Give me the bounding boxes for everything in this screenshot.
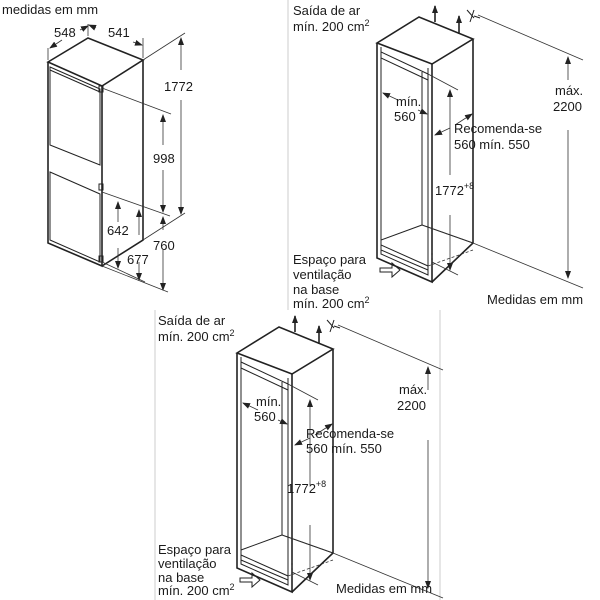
vent-area: mín. 200 cm2 [158,582,235,598]
recommend-value: 560 mín. 550 [306,441,382,456]
vent-label: ventilação [293,267,352,282]
niche-units-label: Medidas em mm [336,581,432,596]
vent-label: Espaço para [293,252,367,267]
min-width-value: 560 [254,409,276,424]
niche-drawing-bottom [237,316,443,598]
air-outlet-area: mín. 200 cm2 [293,18,370,34]
max-height-value: 2200 [397,398,426,413]
vent-label: ventilação [158,556,217,571]
niche-labels-top: Saída de ar mín. 200 cm2 mín. 560 Recome… [293,3,583,311]
niche-height: 1772+8 [287,479,326,496]
vent-label: na base [158,570,204,585]
vent-label: Espaço para [158,542,232,557]
lower-hinge-dimension: 677 [127,252,149,267]
recommend-value: 560 mín. 550 [454,137,530,152]
depth-dimension: 548 [54,25,76,40]
air-outlet-area: mín. 200 cm2 [158,328,235,344]
width-dimension: 541 [108,25,130,40]
fridge-units-label: medidas em mm [2,2,98,17]
min-width-label: mín. [256,394,281,409]
niche-units-label: Medidas em mm [487,292,583,307]
air-outlet-label: Saída de ar [293,3,361,18]
height-dimension: 1772 [164,79,193,94]
lower-total-dimension: 760 [153,238,175,253]
air-outlet-label: Saída de ar [158,313,226,328]
vent-area: mín. 200 cm2 [293,295,370,311]
max-height-label: máx. [555,83,583,98]
lower-door-dimension: 642 [107,223,129,238]
fridge-dimension-drawing [46,24,186,293]
recommend-label: Recomenda-se [306,426,394,441]
max-height-label: máx. [399,382,427,397]
min-width-label: mín. [396,94,421,109]
niche-labels-bottom: Saída de ar mín. 200 cm2 mín. 560 Recome… [158,313,432,598]
niche-height: 1772+8 [435,181,474,198]
upper-door-dimension: 998 [153,151,175,166]
recommend-label: Recomenda-se [454,121,542,136]
max-height-value: 2200 [553,99,582,114]
vent-label: na base [293,282,339,297]
min-width-value: 560 [394,109,416,124]
